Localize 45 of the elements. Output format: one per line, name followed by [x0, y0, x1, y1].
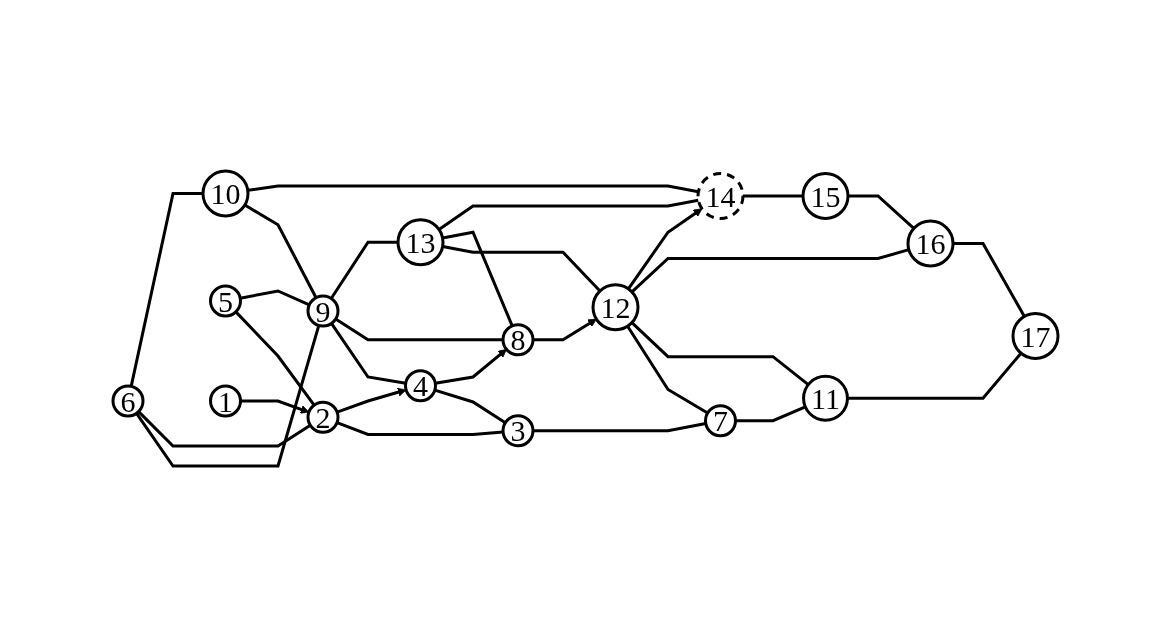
connector: [239, 288, 310, 306]
connector: [437, 198, 699, 231]
connector: [247, 184, 699, 193]
connector: [735, 405, 806, 422]
node-circle: 14: [696, 171, 744, 220]
connector: [335, 420, 503, 436]
connector: [742, 194, 803, 197]
node-circle: 11: [801, 374, 849, 422]
connector: [329, 322, 406, 385]
node-circle: 10: [201, 169, 249, 217]
node-circle: 3: [501, 413, 534, 447]
arrow: [626, 207, 702, 290]
node-circle: 9: [306, 294, 339, 327]
arrow: [434, 348, 507, 385]
node-circle: 1: [208, 384, 242, 417]
connector: [134, 324, 320, 467]
node-circle: 8: [501, 322, 534, 356]
node-circle: 13: [396, 217, 444, 266]
connector: [129, 191, 203, 387]
arrow: [240, 399, 309, 414]
connector: [625, 324, 708, 414]
node-circle: 17: [1011, 311, 1059, 360]
connector: [630, 247, 909, 293]
node-circle: 15: [801, 171, 849, 220]
node-circle: 6: [111, 384, 144, 417]
node-circle: 7: [703, 403, 737, 437]
connector: [433, 388, 506, 424]
node-circle: 5: [208, 284, 242, 317]
connector: [334, 317, 503, 341]
arrow: [532, 318, 597, 341]
node-circle: 16: [906, 219, 954, 267]
connector: [532, 421, 706, 432]
connector: [234, 310, 315, 406]
connector: [329, 240, 398, 299]
connector: [630, 321, 809, 386]
connector: [952, 241, 1026, 317]
connector: [441, 244, 601, 292]
connector: [243, 203, 317, 298]
arrow: [336, 387, 406, 414]
node-circle: 2: [306, 400, 339, 434]
node-circle: 4: [403, 368, 437, 402]
connector: [847, 194, 915, 229]
connector: [137, 410, 311, 447]
connector: [846, 351, 1022, 400]
node-circle: 12: [591, 282, 639, 331]
